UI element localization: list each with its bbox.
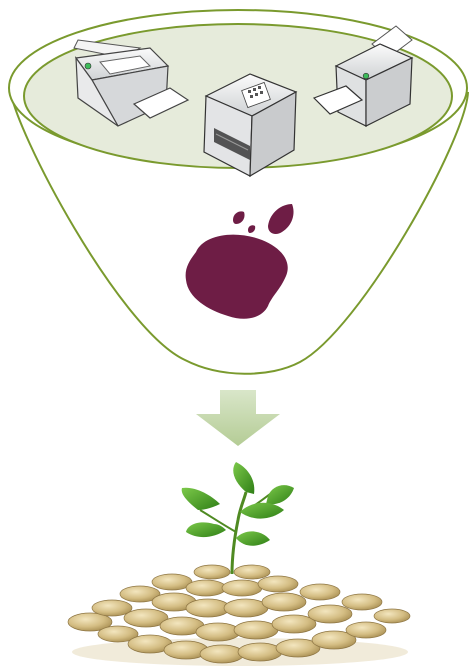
printer-right xyxy=(312,25,414,127)
funnel-body xyxy=(9,87,469,375)
printer-left xyxy=(73,39,190,127)
fax-icon xyxy=(203,73,298,178)
coin-pile xyxy=(67,564,411,666)
plant-icon xyxy=(181,462,294,575)
coins-icon xyxy=(67,564,411,666)
arrow-down-icon xyxy=(196,390,280,446)
ink-blot xyxy=(185,204,294,319)
down-arrow xyxy=(196,390,280,446)
fax-center xyxy=(203,73,298,178)
printer-icon xyxy=(73,39,190,127)
ink-drop-icon xyxy=(185,204,294,319)
plant xyxy=(181,462,294,575)
printer-icon xyxy=(312,25,414,127)
